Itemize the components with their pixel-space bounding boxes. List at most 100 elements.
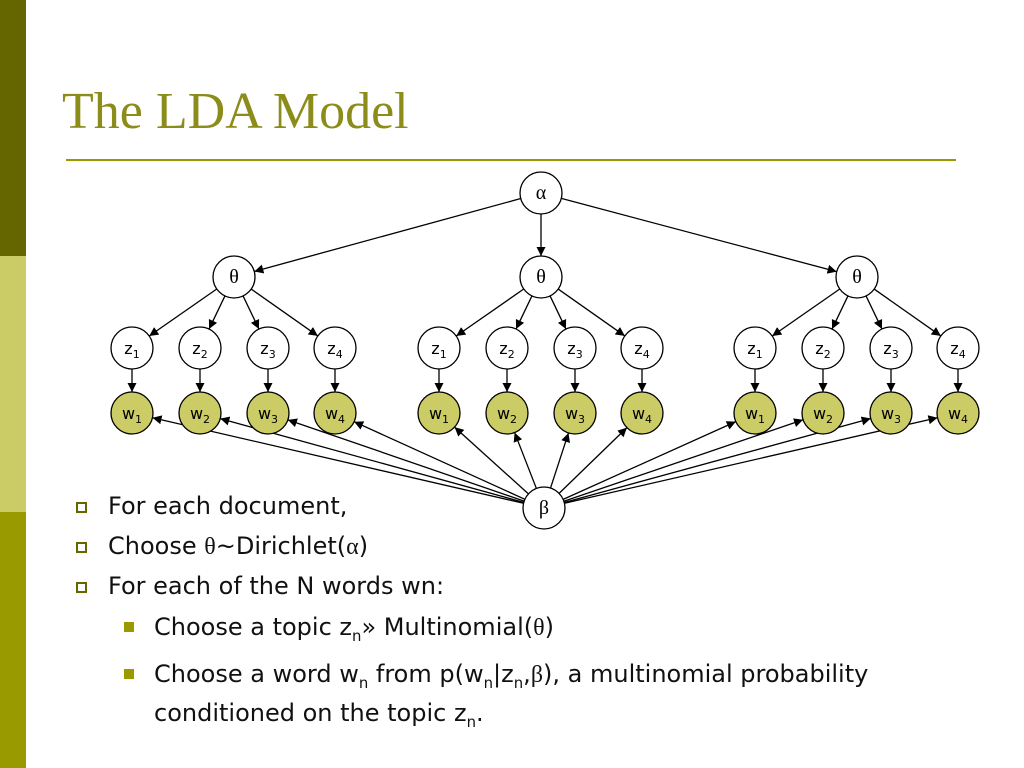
subscript: 4 xyxy=(336,348,343,361)
word-node-w: w3 xyxy=(869,391,913,435)
subscript: 3 xyxy=(578,413,585,426)
bullet-text: For each of the N words wn: xyxy=(108,572,445,600)
topic-node-z: z1 xyxy=(733,326,777,370)
hollow-square-bullet-icon xyxy=(76,502,87,513)
topic-node-z: z1 xyxy=(417,326,461,370)
edge-beta-w xyxy=(564,415,938,504)
word-node-w-circle xyxy=(246,391,290,435)
bullet-text: , xyxy=(523,659,531,688)
subscript: n xyxy=(352,626,362,645)
subscript: 1 xyxy=(756,348,763,361)
topic-node-z-circle xyxy=(936,326,980,370)
slide-title: The LDA Model xyxy=(62,83,409,140)
hollow-square-bullet-icon xyxy=(76,582,87,593)
theta-node: θ xyxy=(519,255,563,299)
bullet-text: » Multinomial( xyxy=(361,613,534,641)
edge-beta-w xyxy=(152,415,524,504)
bullet-text: Choose a word w xyxy=(154,659,359,688)
subscript: n xyxy=(358,673,369,692)
subscript: 2 xyxy=(201,348,208,361)
word-node-w: w4 xyxy=(313,391,357,435)
subscript: 4 xyxy=(338,413,345,426)
subscript: 3 xyxy=(269,348,276,361)
subscript: n xyxy=(513,673,524,692)
bullet-each-word: For each of the N words wn: xyxy=(72,572,874,612)
topic-node-z: z4 xyxy=(620,326,664,370)
theta-node-circle xyxy=(519,255,563,299)
word-node-w-circle xyxy=(801,391,845,435)
edge-beta-w xyxy=(287,418,525,502)
subscript: n xyxy=(466,712,476,731)
bullet-text: Choose a topic z xyxy=(154,613,352,641)
theta-symbol: θ xyxy=(533,615,545,641)
alpha-node: α xyxy=(519,171,563,215)
word-node-w: w2 xyxy=(178,391,222,435)
title-rule xyxy=(66,159,956,161)
bullet-text: |z xyxy=(493,659,514,688)
topic-node-z: z4 xyxy=(936,326,980,370)
word-node-w: w3 xyxy=(553,391,597,435)
subscript: 4 xyxy=(643,348,650,361)
alpha-node-label: α xyxy=(536,182,547,204)
topic-node-z: z3 xyxy=(869,326,913,370)
word-node-w: w4 xyxy=(936,391,980,435)
topic-node-z-circle xyxy=(110,326,154,370)
beta-node-label: β xyxy=(539,497,549,519)
topic-node-z-circle xyxy=(417,326,461,370)
edge-theta-z xyxy=(250,288,319,337)
bullet-text: ), a multinomial probability conditioned… xyxy=(154,659,869,727)
topic-node-z: z3 xyxy=(553,326,597,370)
topic-node-z-circle xyxy=(620,326,664,370)
word-node-w: w2 xyxy=(485,391,529,435)
theta-node: θ xyxy=(212,255,256,299)
subscript: 2 xyxy=(508,348,515,361)
theta-node-label: θ xyxy=(852,266,862,288)
alpha-symbol: α xyxy=(346,534,359,560)
bullet-text: from p(w xyxy=(368,659,484,688)
beta-node-circle xyxy=(522,486,566,530)
edge-theta-z xyxy=(873,288,942,337)
generative-process-list: For each document, Choose θ~Dirichlet(α)… xyxy=(72,492,874,744)
topic-node-z-circle xyxy=(313,326,357,370)
theta-node-label: θ xyxy=(536,266,546,288)
word-node-w-circle xyxy=(620,391,664,435)
word-node-w: w1 xyxy=(417,391,461,435)
edge-theta-z xyxy=(771,288,841,337)
beta-symbol: β xyxy=(530,661,544,688)
word-node-w-circle xyxy=(417,391,461,435)
word-node-w: w1 xyxy=(110,391,154,435)
bullet-choose-theta: Choose θ~Dirichlet(α) xyxy=(72,532,874,572)
subscript: 2 xyxy=(510,413,517,426)
filled-square-bullet-icon xyxy=(124,622,134,632)
word-node-w-circle xyxy=(869,391,913,435)
topic-node-z-circle xyxy=(485,326,529,370)
theta-node-label: θ xyxy=(229,266,239,288)
topic-node-z: z2 xyxy=(178,326,222,370)
topic-node-z: z1 xyxy=(110,326,154,370)
subscript: 3 xyxy=(894,413,901,426)
word-node-w: w1 xyxy=(733,391,777,435)
edge-beta-w xyxy=(562,421,737,500)
beta-node: β xyxy=(522,486,566,530)
topic-node-z-circle xyxy=(246,326,290,370)
word-node-w-circle xyxy=(110,391,154,435)
edge-beta-w xyxy=(513,432,537,489)
subscript: 3 xyxy=(576,348,583,361)
bullet-text: For each document, xyxy=(108,492,348,520)
subscript: 1 xyxy=(440,348,447,361)
topic-node-z: z3 xyxy=(246,326,290,370)
bullet-each-document: For each document, xyxy=(72,492,874,532)
word-node-w-circle xyxy=(733,391,777,435)
subbullet-choose-word: Choose a word wn from p(wn|zn,β), a mult… xyxy=(118,659,874,737)
edge-beta-w xyxy=(558,427,628,494)
subscript: 1 xyxy=(135,413,142,426)
bullet-text: ) xyxy=(544,613,554,641)
topic-node-z-circle xyxy=(801,326,845,370)
sidebar-band-olive xyxy=(0,512,26,768)
word-node-w-circle xyxy=(553,391,597,435)
theta-node: θ xyxy=(835,255,879,299)
edge-beta-w xyxy=(454,426,529,495)
theta-node-circle xyxy=(212,255,256,299)
word-node-w-circle xyxy=(178,391,222,435)
word-node-w: w4 xyxy=(620,391,664,435)
